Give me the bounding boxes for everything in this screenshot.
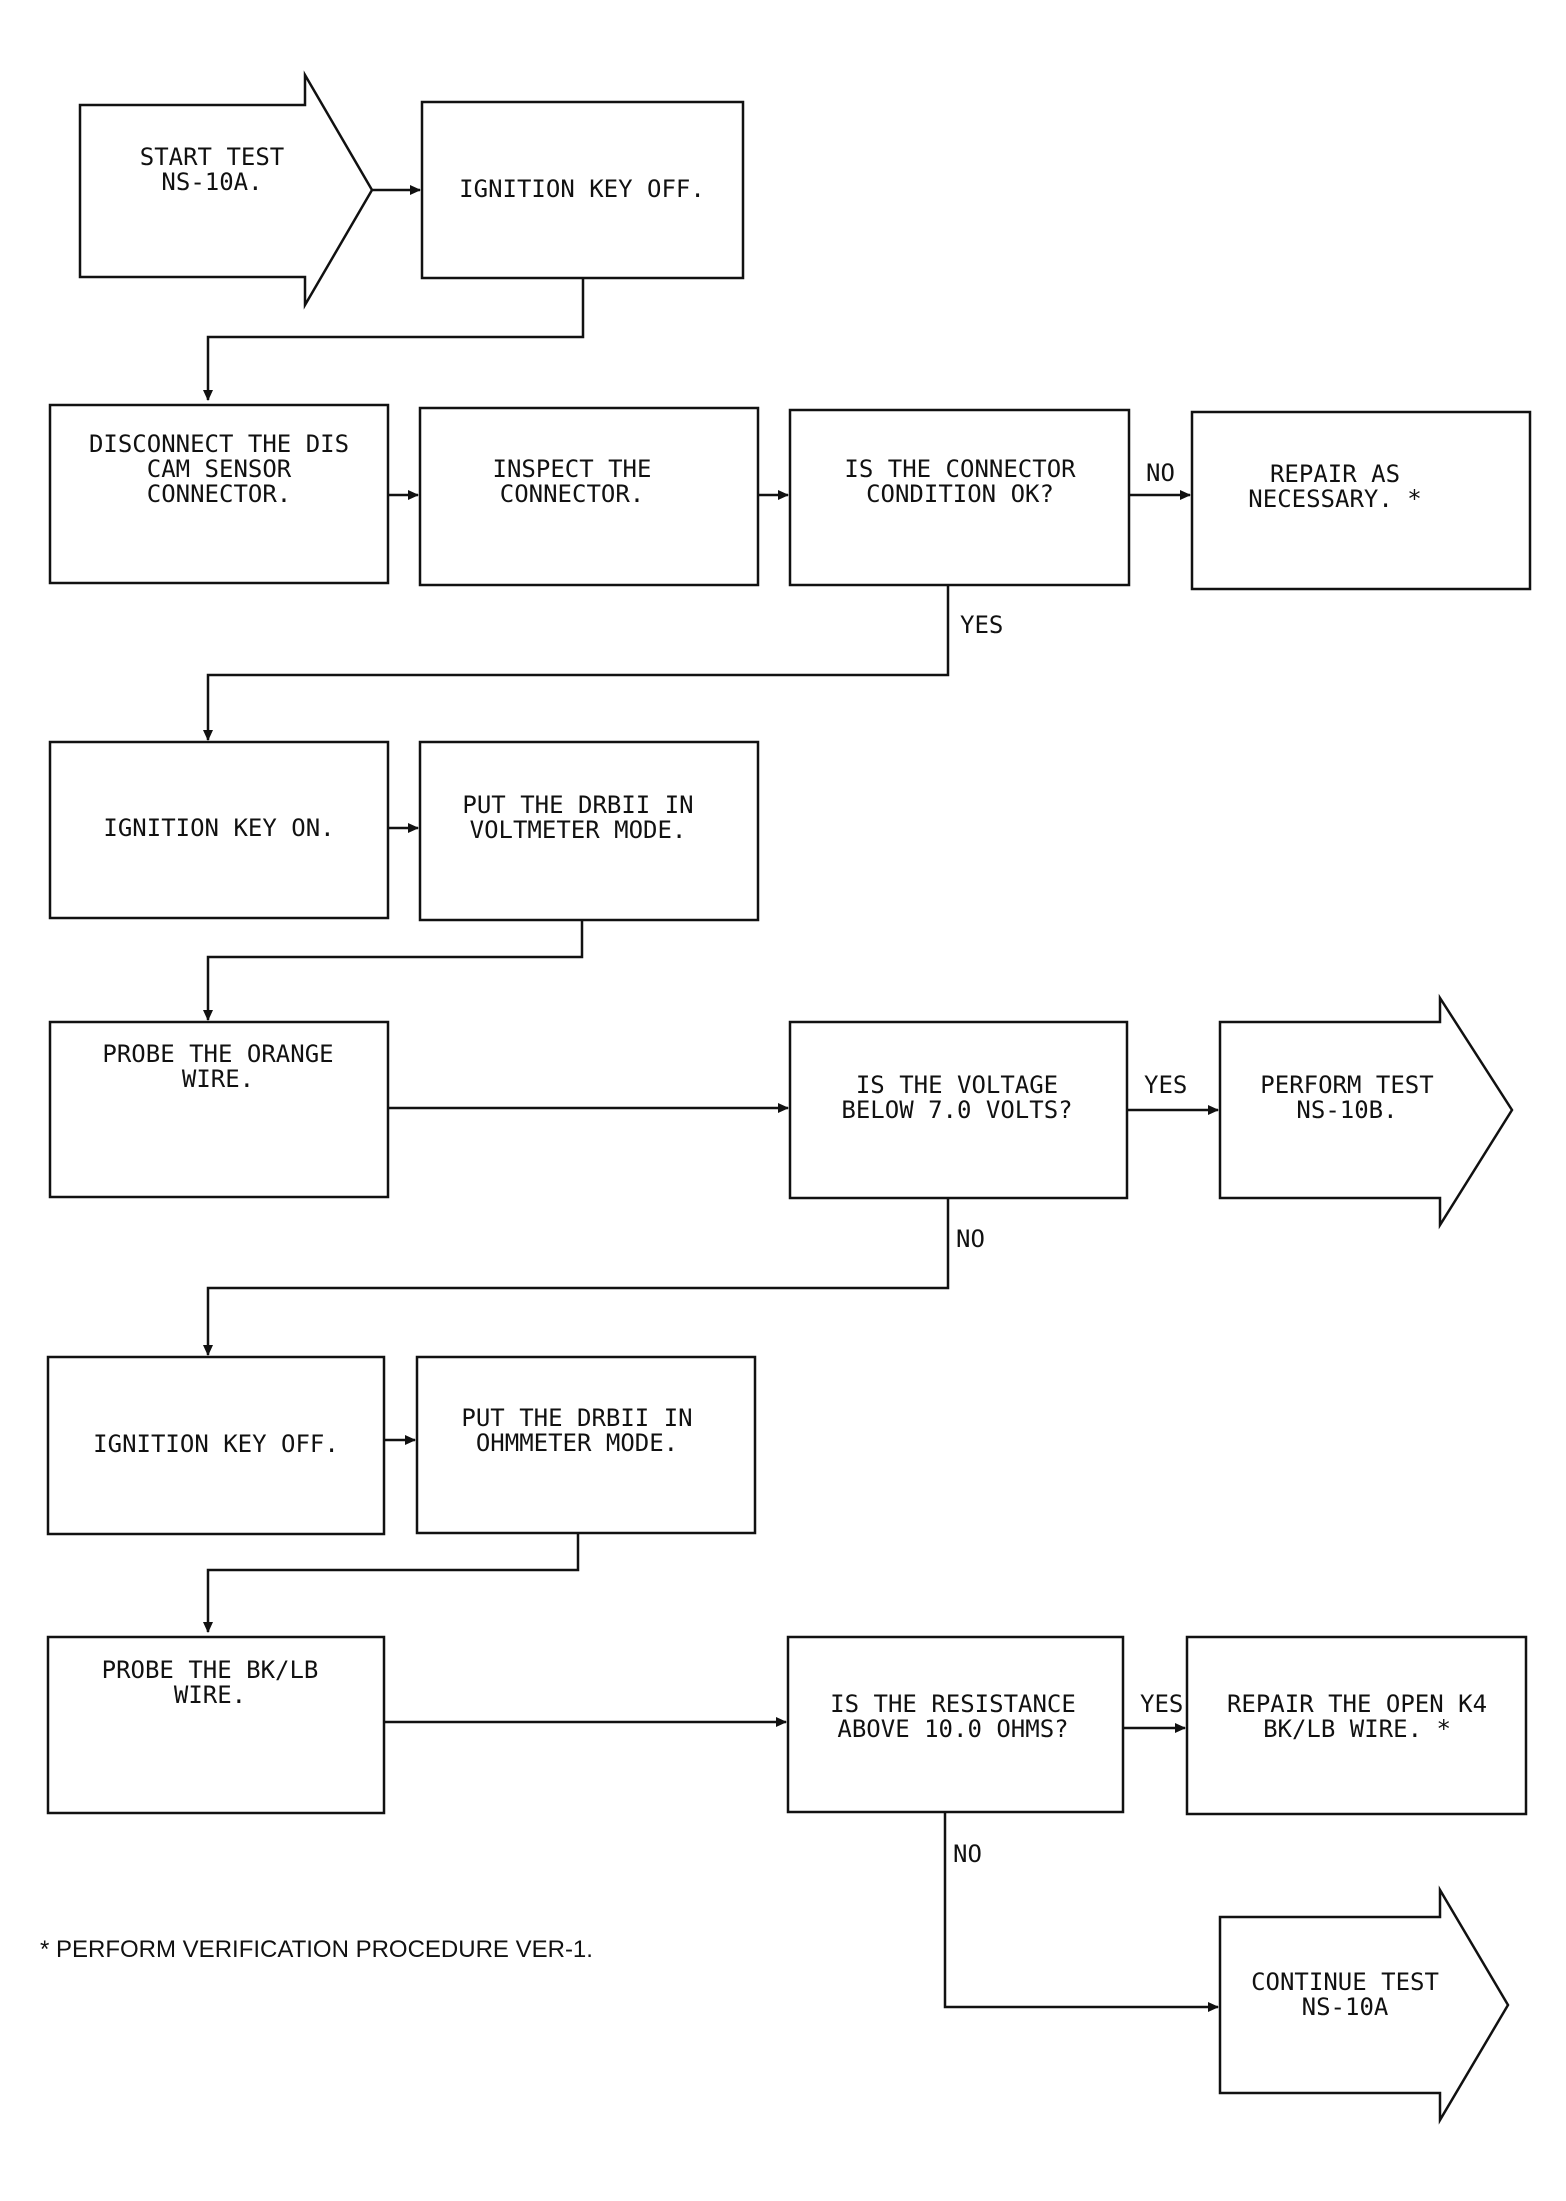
start-arrow-shape [78,70,374,310]
label-line: IS THE RESISTANCE [830,1690,1076,1718]
ignition-key-off-2-label: IGNITION KEY OFF. [93,1430,339,1458]
ignition-key-on-label: IGNITION KEY ON. [103,814,334,842]
disconnect-connector-box [48,403,390,585]
label-line: VOLTMETER MODE. [470,816,687,844]
edge-label-connector-no: NO [1146,459,1175,487]
label-line: PUT THE DRBII IN [461,1404,692,1432]
perform-ns-10b-arrow-shape [1218,993,1514,1230]
node-ignition-key-on: IGNITION KEY ON. [48,740,390,920]
label-line: NS-10A [1302,1993,1389,2021]
edge-ohmmeter-to-probe-bklb [203,1533,580,1633]
label-line: BELOW 7.0 VOLTS? [841,1096,1072,1124]
edge-label-connector-yes: YES [960,611,1003,639]
repair-as-necessary-box [1190,410,1532,591]
node-ignition-key-off-1: IGNITION KEY OFF. [420,100,745,280]
label-line: START TEST [140,143,285,171]
label-line: PUT THE DRBII IN [462,791,693,819]
label-line: IS THE VOLTAGE [856,1071,1058,1099]
question-resistance-box [786,1635,1125,1814]
edge-resistance-no [943,1812,1219,2012]
ignition-key-on-box [48,740,390,920]
label-line: PROBE THE ORANGE [102,1040,333,1068]
label-line: NS-10A. [161,168,262,196]
label-line: IGNITION KEY OFF. [93,1430,339,1458]
edge-connector-yes [203,585,950,741]
label-line: OHMMETER MODE. [476,1429,678,1457]
label-line: BK/LB WIRE. * [1263,1715,1451,1743]
label-line: CAM SENSOR [147,455,292,483]
label-line: IGNITION KEY OFF. [459,175,705,203]
edge-label-resistance-yes: YES [1140,1690,1183,1718]
inspect-connector-box [418,406,760,587]
edge-label-voltage-no: NO [956,1225,985,1253]
continue-test-arrow-shape [1218,1885,1510,2125]
question-voltage-box [788,1020,1129,1200]
edge-voltage-no [203,1198,950,1356]
label-line: NS-10B. [1296,1096,1397,1124]
probe-bklb-box [46,1635,386,1815]
label-line: CONNECTOR. [147,480,292,508]
ignition-key-off-1-label: IGNITION KEY OFF. [459,175,705,203]
label-line: PROBE THE BK/LB [102,1656,319,1684]
edge-label-voltage-yes: YES [1144,1071,1187,1099]
footnote: * PERFORM VERIFICATION PROCEDURE VER-1. [40,1936,593,1963]
repair-open-k4-box [1185,1635,1528,1816]
ohmmeter-mode-box [415,1355,757,1535]
edge-labels: NO YES YES NO YES NO [953,459,1187,1868]
ignition-key-off-1-box [420,100,745,280]
label-line: IS THE CONNECTOR [844,455,1076,483]
question-connector-box [788,408,1131,587]
label-line: CONNECTOR. [500,480,645,508]
label-line: INSPECT THE [493,455,652,483]
label-line: REPAIR AS [1270,460,1400,488]
label-line: WIRE. [174,1681,246,1709]
connectors [203,185,1219,2012]
voltmeter-mode-box [418,740,760,922]
probe-orange-box [48,1020,390,1199]
label-line: ABOVE 10.0 OHMS? [837,1715,1068,1743]
ignition-key-off-2-box [46,1355,386,1536]
label-line: CONTINUE TEST [1251,1968,1439,1996]
label-line: REPAIR THE OPEN K4 [1227,1690,1487,1718]
node-ignition-key-off-2: IGNITION KEY OFF. [46,1355,386,1536]
label-line: IGNITION KEY ON. [103,814,334,842]
label-line: DISCONNECT THE DIS [89,430,349,458]
edge-voltmeter-to-probe-orange [203,918,584,1021]
edge-label-resistance-no: NO [953,1840,982,1868]
label-line: WIRE. [182,1065,254,1093]
label-line: CONDITION OK? [866,480,1054,508]
edge-key-off-to-disconnect [203,278,585,401]
label-line: PERFORM TEST [1260,1071,1433,1099]
label-line: NECESSARY. * [1248,485,1421,513]
